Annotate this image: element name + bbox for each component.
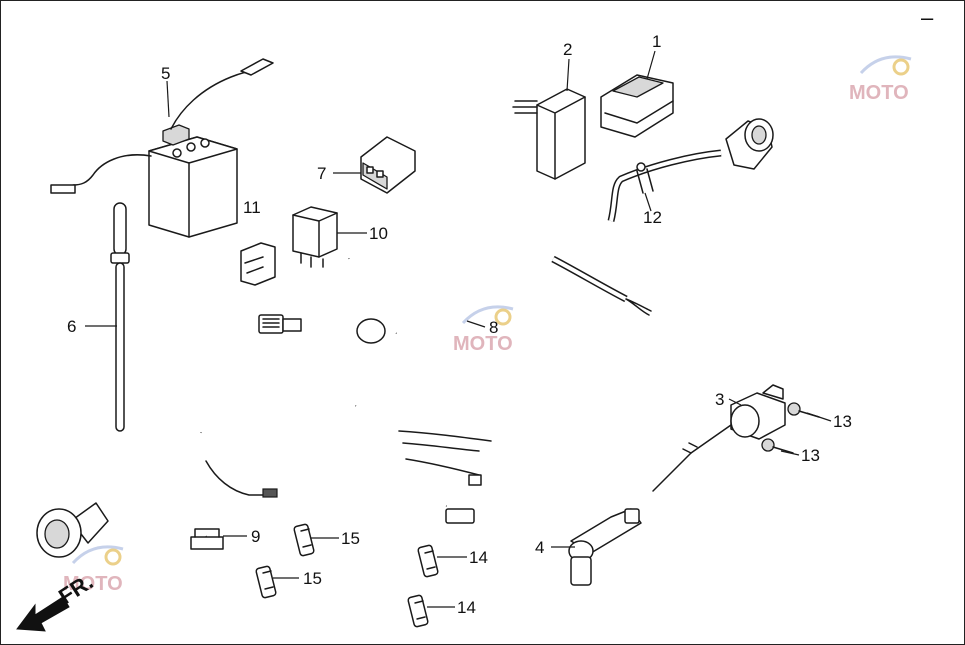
connector-multi-pin xyxy=(258,314,386,344)
part-7-rectifier xyxy=(360,136,416,194)
callout-13-lower: 13 xyxy=(801,446,820,465)
harness-end-connector-left xyxy=(36,502,109,558)
main-wire-harness xyxy=(36,118,774,558)
harness-end-connector-right xyxy=(725,118,774,170)
callout-2: 2 xyxy=(563,40,572,59)
front-arrow-icon xyxy=(16,596,70,632)
part-4-spark-plug-cap xyxy=(568,508,642,586)
part-12-clamp xyxy=(636,162,654,194)
callout-1: 1 xyxy=(652,32,661,51)
part-6-breather-tube xyxy=(110,202,130,432)
callout-6: 6 xyxy=(67,317,76,336)
watermark-text: MOTO xyxy=(849,82,909,104)
part-3-ignition-coil xyxy=(652,384,786,492)
callout-8: 8 xyxy=(489,318,498,337)
small-connector-lower xyxy=(445,474,482,524)
callout-14-lower: 14 xyxy=(457,598,476,617)
callout-7: 7 xyxy=(317,164,326,183)
callout-10: 10 xyxy=(369,224,388,243)
part-15-fuse-lower xyxy=(255,565,277,599)
part-15-fuse-upper xyxy=(293,523,315,557)
callout-15-lower: 15 xyxy=(303,569,322,588)
part-10-relay xyxy=(292,206,338,268)
part-14-fuse-lower xyxy=(407,594,429,628)
corner-mark: – xyxy=(921,5,934,30)
watermark-bottom-left: MOTO xyxy=(63,545,124,595)
part-9-connector xyxy=(190,528,224,550)
part-13-screw-lower xyxy=(761,438,794,454)
watermark-center: MOTO xyxy=(453,305,514,355)
part-1-fuse-cover xyxy=(600,74,674,138)
callout-13-upper: 13 xyxy=(833,412,852,431)
watermark-top-right: MOTO xyxy=(849,55,912,104)
callout-14-upper: 14 xyxy=(469,548,488,567)
watermark-text: MOTO xyxy=(453,333,513,355)
watermark-text: MOTO xyxy=(63,573,123,595)
part-5-battery-cable xyxy=(50,58,274,194)
leader-lines xyxy=(85,50,832,608)
fuse-holder-bracket xyxy=(240,242,276,286)
callout-4: 4 xyxy=(535,538,544,557)
callout-3: 3 xyxy=(715,390,724,409)
callout-11: 11 xyxy=(243,198,261,217)
part-2-regulator xyxy=(512,88,586,180)
callout-labels: 1 2 3 4 5 6 7 8 9 10 11 12 13 13 14 14 1… xyxy=(67,32,852,617)
part-14-fuse-upper xyxy=(417,544,439,578)
callout-15-upper: 15 xyxy=(341,529,360,548)
part-11-battery xyxy=(148,124,238,238)
front-direction-indicator: FR. xyxy=(16,569,97,632)
callout-5: 5 xyxy=(161,64,170,83)
callout-12: 12 xyxy=(643,208,662,227)
callout-9: 9 xyxy=(251,527,260,546)
